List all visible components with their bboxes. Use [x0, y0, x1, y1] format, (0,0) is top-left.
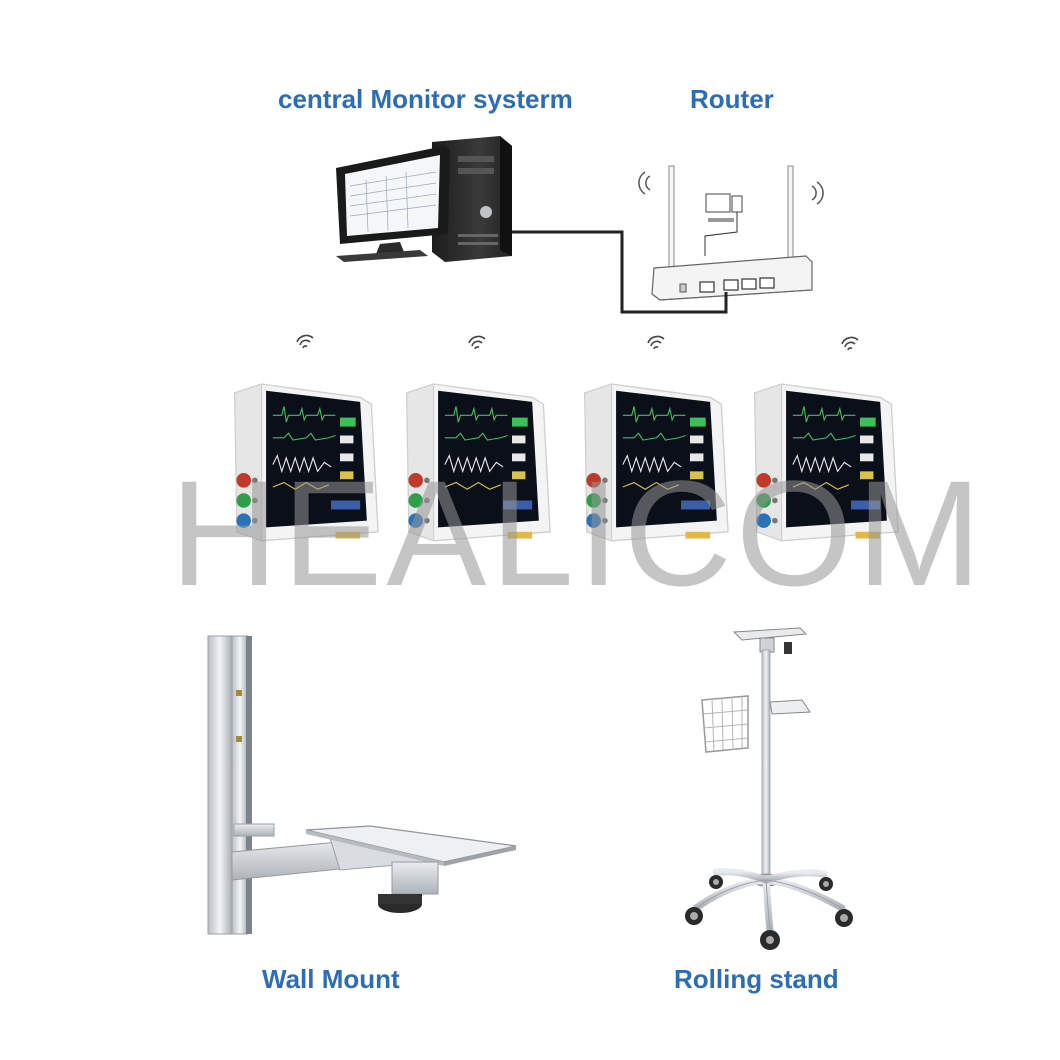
patient-monitor-icon — [234, 383, 379, 542]
wall-mount-bracket-icon — [207, 635, 517, 935]
router-label: Router — [690, 84, 774, 114]
patient-monitor-icon — [406, 383, 551, 542]
desktop-computer-icon — [336, 136, 512, 262]
wireless-router-icon — [638, 165, 824, 301]
central-monitor-system-label: central Monitor systerm — [278, 84, 573, 114]
rolling-stand-label: Rolling stand — [674, 964, 839, 994]
patient-monitor-icon — [584, 383, 729, 542]
rolling-stand-icon — [685, 627, 853, 950]
network-cable — [512, 230, 728, 314]
wall-mount-label: Wall Mount — [262, 964, 400, 994]
patient-monitor-icon — [754, 383, 899, 542]
